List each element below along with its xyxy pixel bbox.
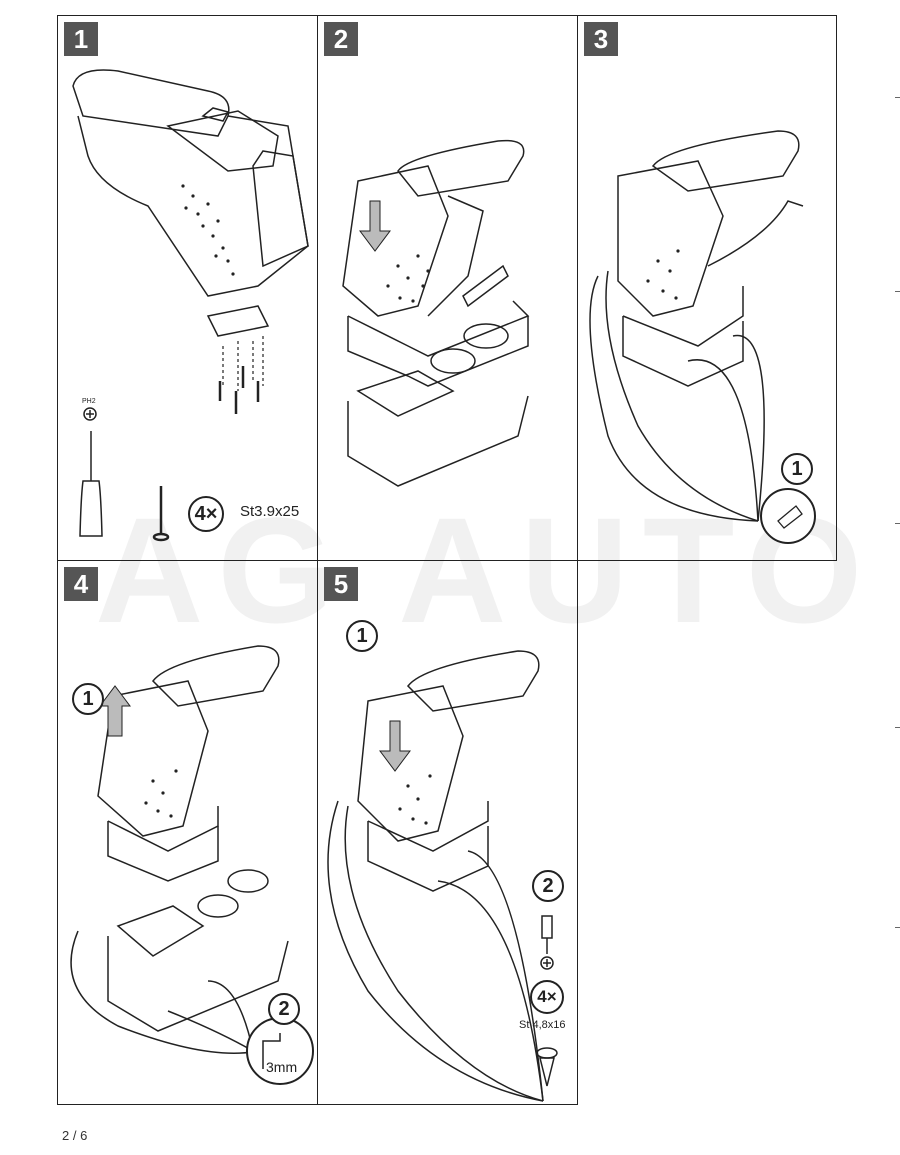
step-marker-2: 2 bbox=[532, 870, 564, 902]
armrest-illustration bbox=[72, 69, 309, 542]
step-number: 4 bbox=[64, 567, 98, 601]
step-marker-2: 2 bbox=[268, 993, 300, 1025]
margin-tick bbox=[895, 523, 900, 524]
armrest-illustration bbox=[589, 130, 816, 544]
margin-tick bbox=[895, 97, 900, 98]
panel-3: 3 1 bbox=[577, 15, 837, 561]
step-number: 3 bbox=[584, 22, 618, 56]
panel-1: 1 bbox=[57, 15, 318, 561]
step-marker-1: 1 bbox=[781, 453, 813, 485]
panel-5: 5 1 2 4× St 4,8x16 bbox=[317, 560, 578, 1105]
step-number: 2 bbox=[324, 22, 358, 56]
step-marker-1: 1 bbox=[346, 620, 378, 652]
panel-4: 4 1 2 3mm bbox=[57, 560, 318, 1105]
armrest-illustration bbox=[327, 650, 558, 1102]
screw-spec: St3.9x25 bbox=[240, 503, 300, 520]
page-number: 2 / 6 bbox=[62, 1128, 88, 1143]
step-marker-1: 1 bbox=[72, 683, 104, 715]
panel-2: 2 bbox=[317, 15, 578, 561]
count-badge: 4× bbox=[530, 980, 564, 1014]
drill-label: 3mm bbox=[266, 1059, 298, 1075]
step-number: 5 bbox=[324, 567, 358, 601]
armrest-illustration bbox=[70, 645, 314, 1085]
tool-label: PH2 bbox=[82, 398, 96, 405]
armrest-illustration bbox=[342, 139, 530, 487]
margin-tick bbox=[895, 291, 900, 292]
count-badge: 4× bbox=[188, 496, 224, 532]
step-number: 1 bbox=[64, 22, 98, 56]
margin-tick bbox=[895, 927, 900, 928]
screw-spec: St 4,8x16 bbox=[519, 1019, 566, 1031]
margin-tick bbox=[895, 727, 900, 728]
